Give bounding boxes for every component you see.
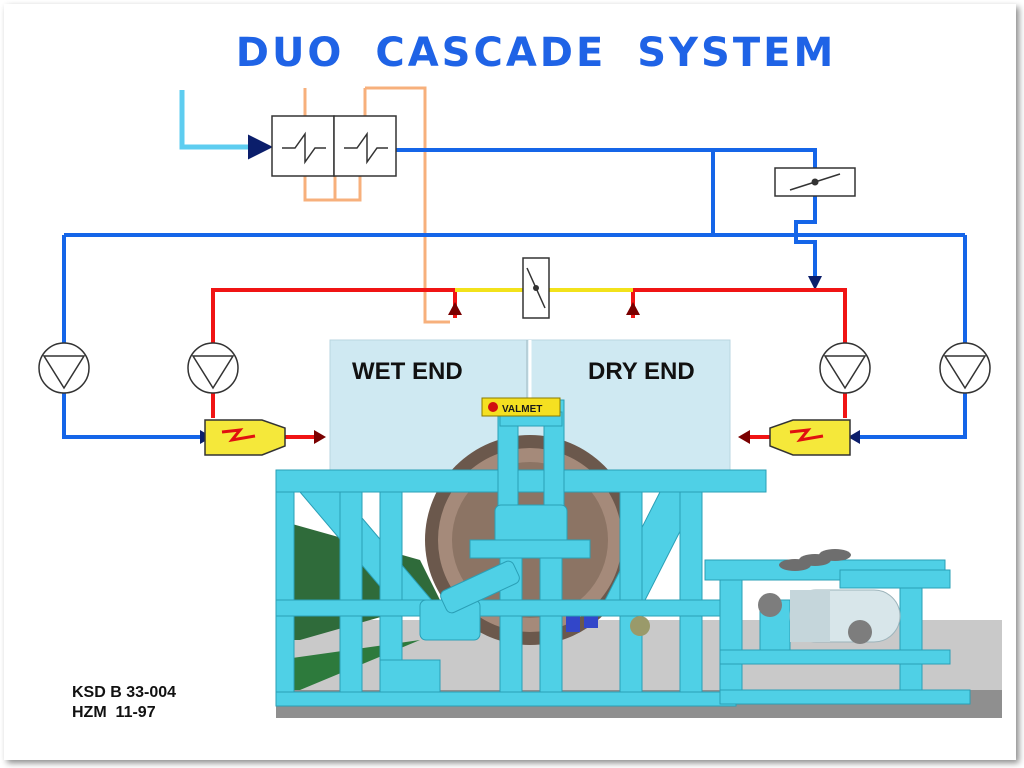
feed-water-line: [179, 90, 273, 160]
badge-label: VALMET: [502, 404, 542, 415]
heat-exchanger: [271, 115, 397, 177]
burner-right: [769, 419, 851, 456]
dry-end-label: DRY END: [588, 358, 695, 385]
burner-left: [204, 419, 286, 456]
machine-frame: [275, 469, 767, 493]
reference-code: KSD B 33-004: [72, 684, 177, 701]
condensate-valve: [774, 167, 856, 197]
reference-date: HZM 11-97: [72, 704, 156, 721]
diagram-title: DUO CASCADE SYSTEM: [235, 30, 837, 76]
valmet-badge: VALMET: [481, 397, 561, 417]
pump-far-left: [38, 342, 90, 394]
condensate-network: [62, 148, 967, 439]
pump-symbols: [38, 342, 991, 394]
pump-left: [187, 342, 239, 394]
paper-machine-illustration: [275, 339, 1002, 718]
pump-far-right: [939, 342, 991, 394]
pump-right: [819, 342, 871, 394]
crossover-valve: [522, 257, 550, 319]
wet-end-label: WET END: [352, 358, 463, 385]
